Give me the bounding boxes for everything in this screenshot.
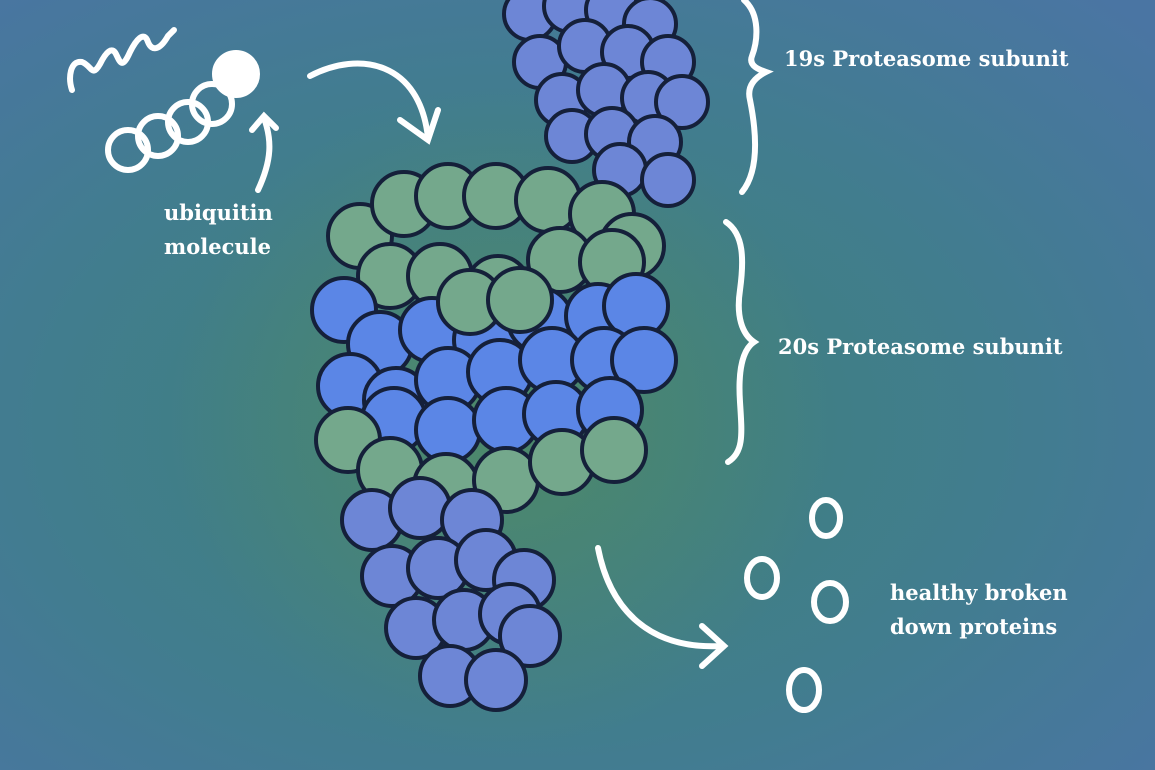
protein-bead xyxy=(654,74,710,130)
label-20s-subunit: 20s Proteasome subunit xyxy=(778,330,1063,364)
protein-bead xyxy=(580,416,648,484)
subunit-19s-top-cap xyxy=(502,0,710,208)
label-ubiquitin-line1: ubiquitin xyxy=(164,200,273,225)
brace-19s xyxy=(739,0,774,195)
protein-bead xyxy=(610,326,678,394)
protein-bead xyxy=(388,476,452,540)
ubiquitin-tail-squiggle xyxy=(67,27,177,93)
exit-arrow xyxy=(595,545,729,669)
subunit-19s-bottom-cap xyxy=(340,476,562,712)
ubiquitin-pointer-arrow xyxy=(249,111,279,193)
label-ubiquitin-line2: molecule xyxy=(164,234,271,259)
protein-bead xyxy=(498,604,562,668)
protein-bead xyxy=(486,266,554,334)
broken-protein-fragments xyxy=(744,497,849,713)
subunit-20s-core xyxy=(310,162,678,520)
protein-bead xyxy=(640,152,696,208)
brace-20s xyxy=(723,219,760,465)
label-broken-line1: healthy broken xyxy=(890,580,1068,605)
label-19s-text: 19s Proteasome subunit xyxy=(784,46,1069,71)
label-broken-line2: down proteins xyxy=(890,614,1058,639)
ubiquitin-chain xyxy=(105,50,260,173)
label-broken-proteins: healthy broken down proteins xyxy=(890,576,1068,644)
label-19s-subunit: 19s Proteasome subunit xyxy=(784,42,1069,76)
protein-bead xyxy=(464,648,528,712)
entry-arrow xyxy=(307,60,441,145)
label-20s-text: 20s Proteasome subunit xyxy=(778,334,1063,359)
label-ubiquitin-molecule: ubiquitin molecule xyxy=(164,196,273,264)
